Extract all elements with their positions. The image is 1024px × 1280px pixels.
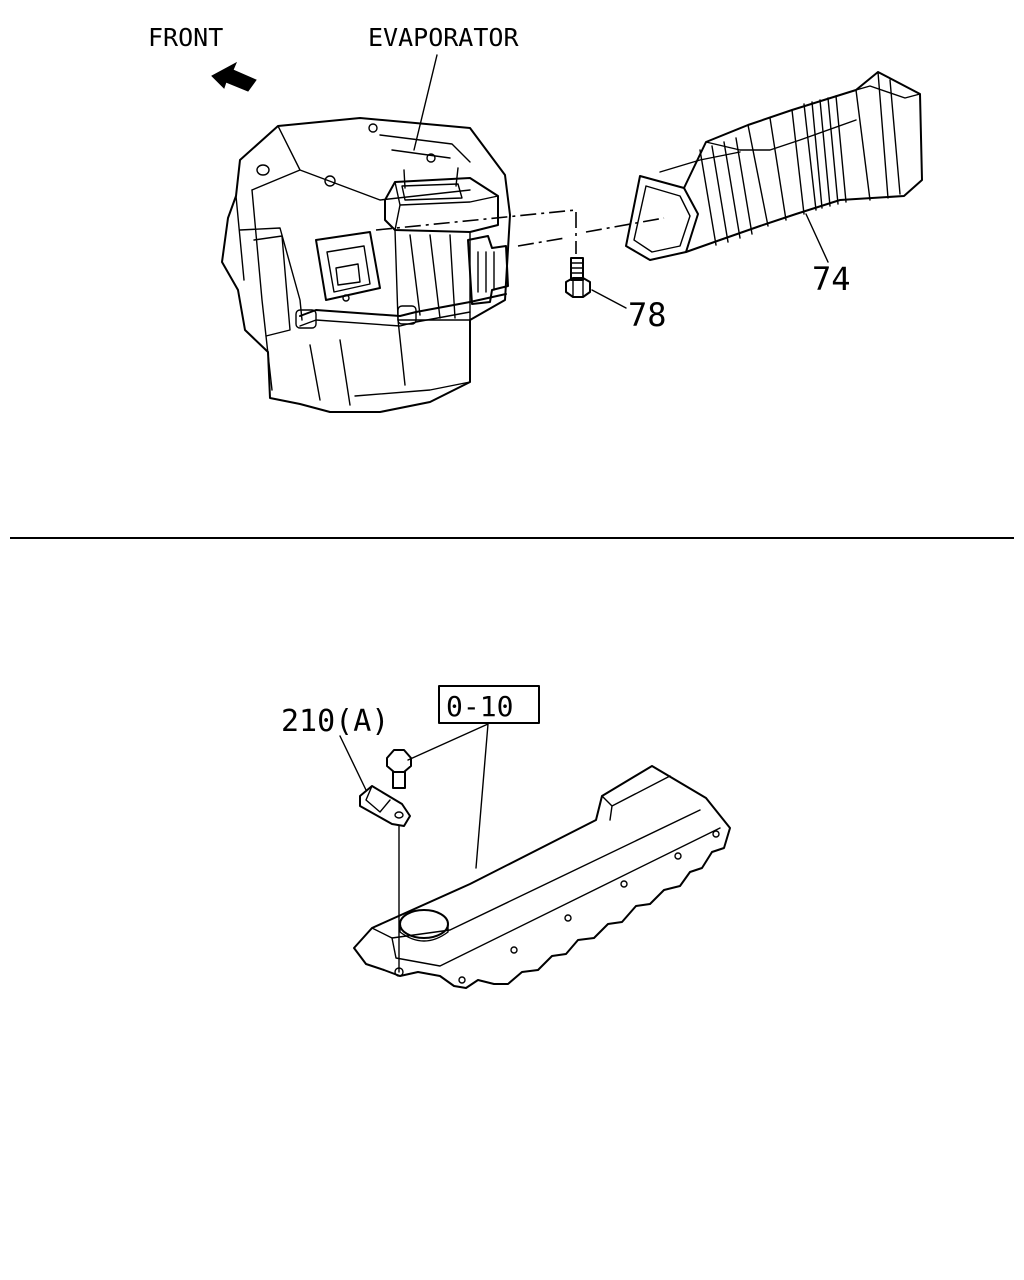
- duct-74-leader-line: [805, 213, 829, 263]
- callout-78: 78: [628, 296, 667, 334]
- duct-alignment-line-2: [517, 237, 566, 247]
- reference-leader-line: [407, 723, 489, 869]
- bolt-78-leader-line: [591, 289, 627, 309]
- front-arrow-icon: [211, 61, 257, 92]
- bolt-78: [565, 257, 591, 298]
- upper-view: FRONT EVAPORATOR: [148, 23, 923, 413]
- valve-cover: [353, 765, 731, 989]
- clip-210a: [359, 785, 411, 827]
- reference-box-label: 0-10: [446, 690, 513, 723]
- callout-74: 74: [812, 260, 851, 298]
- clip-leader-line: [339, 735, 367, 791]
- evaporator-leader-line: [413, 54, 438, 151]
- duct-alignment-line-3: [585, 217, 665, 233]
- callout-210a: 210(A): [281, 704, 389, 739]
- lower-view: 210(A) 0-10: [281, 685, 731, 989]
- duct-alignment-line: [375, 209, 577, 254]
- evaporator-label: EVAPORATOR: [368, 23, 519, 52]
- evaporator-unit: [221, 117, 511, 413]
- cover-bolt: [386, 749, 412, 789]
- reference-box: [438, 685, 540, 724]
- front-label: FRONT: [148, 23, 223, 52]
- duct-74: [625, 71, 923, 261]
